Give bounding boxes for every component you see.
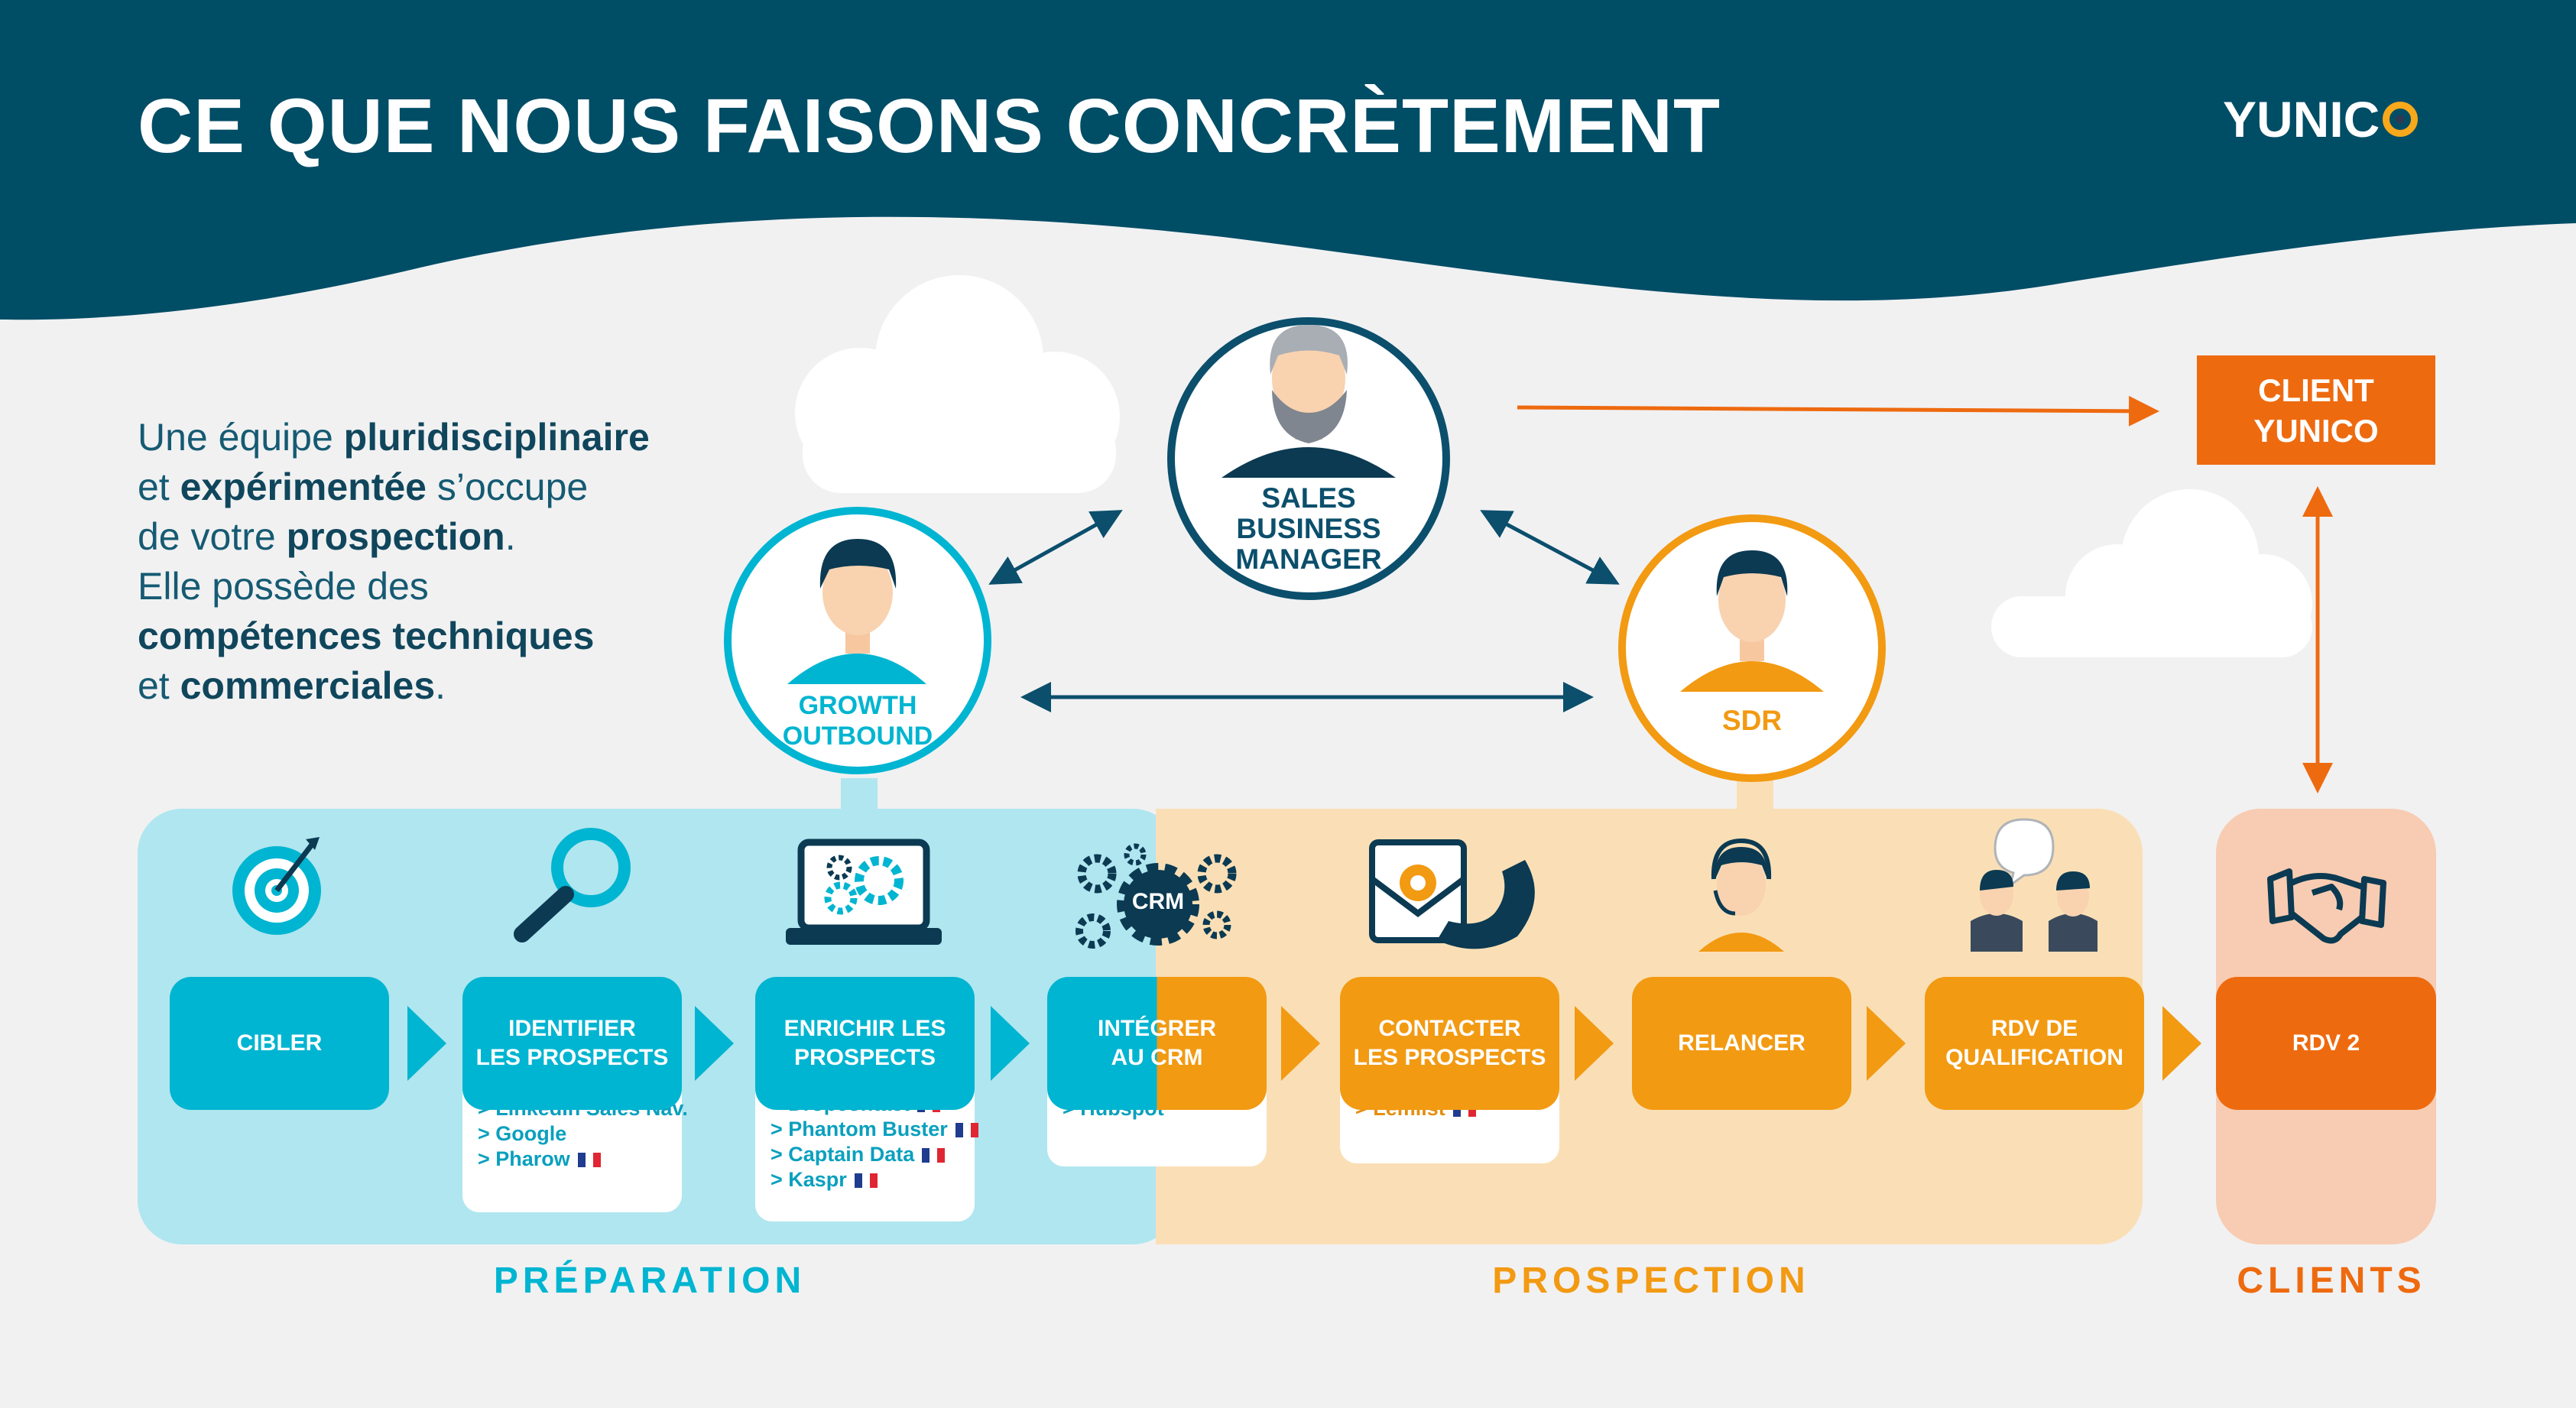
sales-business-manager-avatar xyxy=(1167,317,1450,600)
yunico-logo: YUNIC xyxy=(2223,90,2419,148)
page-title: CE QUE NOUS FAISONS CONCRÈTEMENT xyxy=(138,83,1721,169)
cloud-right xyxy=(1991,489,2312,657)
sdr-label: SDR xyxy=(1721,705,1783,736)
intro-line: et expérimentée s’occupe xyxy=(138,466,589,508)
cloud-left xyxy=(795,275,1120,493)
magnifier-icon xyxy=(514,828,631,942)
sbm-label: SALES BUSINESS MANAGER xyxy=(1235,482,1382,575)
fr-flag-icon xyxy=(922,1148,946,1163)
crm-icon-label: CRM xyxy=(1131,889,1185,914)
arrow-growth-sbm xyxy=(988,510,1123,585)
growth-outbound-avatar xyxy=(724,507,991,774)
section-prospection: PROSPECTION xyxy=(1492,1260,1810,1301)
tool-item: > Google xyxy=(478,1122,567,1145)
sdr-avatar xyxy=(1618,514,1886,782)
header-wave xyxy=(0,0,2576,320)
handshake-icon xyxy=(2267,868,2386,944)
logo-text: YUNIC xyxy=(2223,91,2380,148)
intro-line: de votre prospection. xyxy=(138,515,516,558)
fr-flag-icon xyxy=(854,1173,878,1189)
meeting-icon xyxy=(1971,818,2097,952)
client-yunico-box: CLIENT YUNICO xyxy=(2197,355,2435,465)
step-relancer: RELANCER xyxy=(1632,977,1851,1110)
step-cibler: CIBLER xyxy=(170,977,389,1110)
arrow-sbm-sdr xyxy=(1480,510,1620,585)
logo-o-icon xyxy=(2383,102,2419,137)
section-preparation: PRÉPARATION xyxy=(493,1260,806,1301)
headset-agent-icon xyxy=(1698,838,1784,952)
intro-line: Elle possède des xyxy=(138,565,429,608)
crm-gears-icon xyxy=(1075,843,1237,949)
target-icon xyxy=(232,837,321,935)
tool-item: > Phantom Buster xyxy=(771,1117,978,1142)
flow-arrows xyxy=(407,1006,2201,1081)
arrow-sbm-client xyxy=(1517,395,2159,427)
intro-line: et commerciales. xyxy=(138,664,446,707)
section-clients: CLIENTS xyxy=(2237,1260,2426,1301)
tool-item: > Pharow xyxy=(478,1147,674,1172)
tool-item: > Captain Data xyxy=(771,1142,967,1167)
fr-flag-icon xyxy=(577,1153,601,1168)
laptop-gears-icon xyxy=(786,839,942,945)
step-rdv2: RDV 2 xyxy=(2216,977,2436,1110)
fr-flag-icon xyxy=(955,1123,978,1138)
growth-label: GROWTH OUTBOUND xyxy=(782,691,933,751)
intro-line: Une équipe pluridisciplinaire xyxy=(138,416,650,459)
intro-text: Une équipe pluridisciplinaire et expérime… xyxy=(138,413,764,711)
email-phone-icon xyxy=(1369,839,1535,949)
tool-item: > Kaspr xyxy=(771,1167,967,1192)
intro-line: compétences techniques xyxy=(138,615,595,657)
